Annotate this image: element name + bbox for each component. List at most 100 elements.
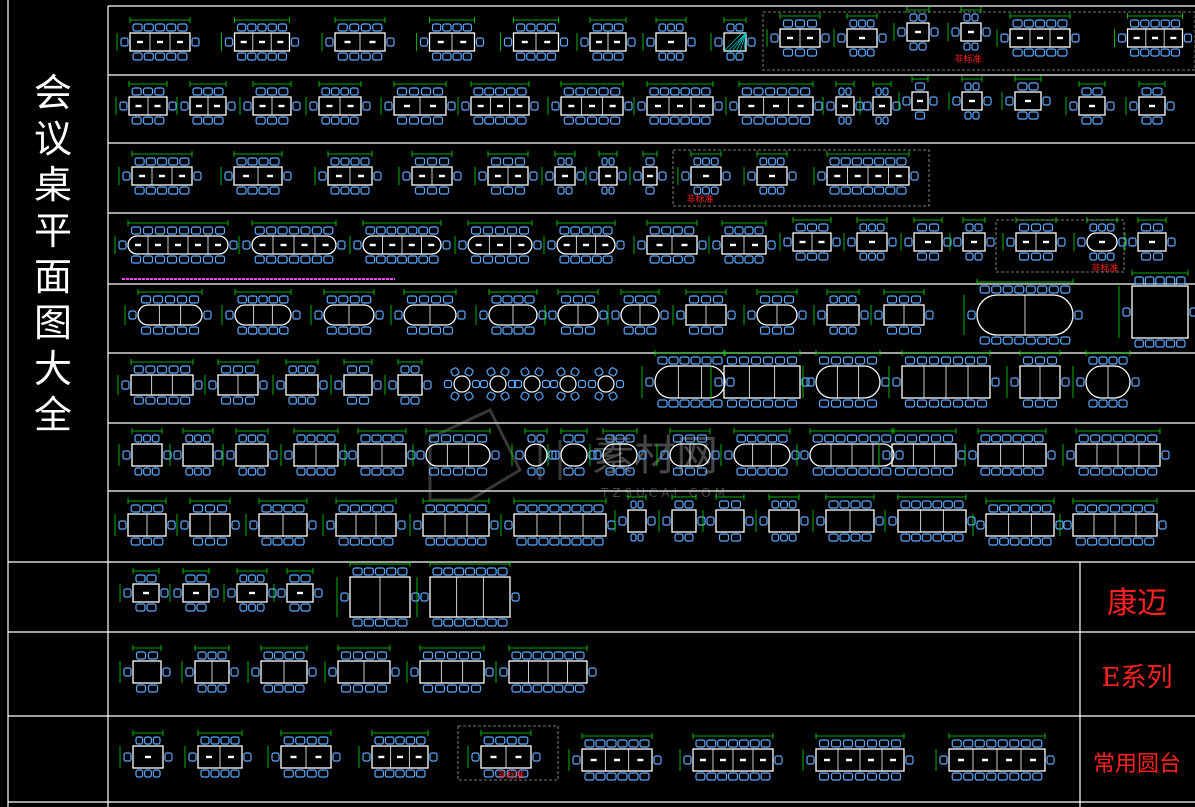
non-standard-tag: 非标准 xyxy=(686,193,713,205)
dashed-group-box xyxy=(762,11,1195,71)
page-title: 会 议 桌 平 面 图 大 全 xyxy=(28,70,78,438)
drawing-frame xyxy=(7,0,1195,807)
table-plan xyxy=(384,359,432,405)
table-plan xyxy=(576,17,636,61)
table-plan xyxy=(672,289,736,335)
table-plan xyxy=(305,81,371,125)
table-plan xyxy=(119,730,173,778)
round-table-plan xyxy=(443,367,481,401)
table-plan xyxy=(1118,270,1195,348)
table-plan xyxy=(245,498,317,546)
table-plan xyxy=(321,17,395,61)
non-standard-tag: 非标准 xyxy=(954,53,981,65)
table-plan xyxy=(964,428,1056,476)
table-plan xyxy=(184,730,252,778)
table-plan xyxy=(802,350,890,408)
table-plan xyxy=(948,76,992,120)
title-char: 平 xyxy=(33,209,72,253)
table-plan xyxy=(117,359,203,405)
table-plan xyxy=(115,81,177,125)
table-plan xyxy=(547,81,633,125)
table-plan xyxy=(114,220,238,264)
table-plan xyxy=(1125,81,1175,125)
table-plan xyxy=(169,568,219,612)
table-plan xyxy=(725,81,823,125)
round-table-plan xyxy=(587,367,625,401)
table-plan xyxy=(223,568,277,612)
table-plan xyxy=(658,494,706,542)
table-plan xyxy=(743,151,797,195)
table-plan xyxy=(457,81,539,125)
table-plan xyxy=(1072,350,1140,408)
dashed-group-box xyxy=(672,149,930,207)
table-plan xyxy=(238,220,346,264)
table-plan xyxy=(1059,498,1167,546)
watermark-logo xyxy=(428,408,562,502)
table-plan xyxy=(1065,81,1115,125)
table-plan xyxy=(116,17,200,61)
table-plan xyxy=(547,428,597,476)
table-plan xyxy=(181,645,239,693)
table-plan xyxy=(474,151,538,195)
table-plan xyxy=(629,151,667,195)
table-plan xyxy=(813,151,919,195)
table-plan xyxy=(543,220,625,264)
table-plan xyxy=(176,498,240,546)
table-plan xyxy=(349,220,451,264)
table-plan xyxy=(710,17,756,61)
table-plan xyxy=(500,17,569,61)
series-label-e-series: E系列 xyxy=(1101,663,1173,693)
table-plan xyxy=(454,220,542,264)
table-plan xyxy=(822,81,864,125)
table-plan xyxy=(949,217,995,261)
table-plan xyxy=(114,498,176,546)
table-plan xyxy=(779,217,841,261)
table-plan xyxy=(358,730,438,778)
table-plan xyxy=(870,289,934,335)
table-plan xyxy=(1006,350,1070,408)
title-char: 会 xyxy=(33,71,72,115)
table-plan xyxy=(720,428,800,476)
table-plan xyxy=(247,645,317,693)
table-plan xyxy=(812,494,884,542)
table-plan xyxy=(833,13,887,57)
table-plan xyxy=(124,289,212,335)
table-plan xyxy=(878,428,966,476)
table-plan xyxy=(119,645,171,693)
table-plan xyxy=(888,350,1000,408)
table-plan xyxy=(475,289,547,335)
table-plan xyxy=(996,13,1080,57)
table-plan xyxy=(267,730,341,778)
table-plan xyxy=(1124,217,1176,261)
table-plan xyxy=(898,76,938,120)
table-plan xyxy=(607,289,669,335)
table-plan xyxy=(495,645,597,693)
table-plan xyxy=(702,494,754,542)
table-plan xyxy=(119,568,169,612)
table-plan xyxy=(766,13,830,57)
table-plan xyxy=(380,81,456,125)
table-plan xyxy=(416,17,485,61)
table-plan xyxy=(755,494,809,542)
table-plan xyxy=(239,81,301,125)
table-plan xyxy=(947,7,991,51)
table-plan xyxy=(409,498,499,546)
table-plan xyxy=(406,645,494,693)
table-plan xyxy=(390,289,466,335)
table-plan xyxy=(544,289,608,335)
table-plan xyxy=(796,428,904,476)
table-plan xyxy=(336,561,420,627)
table-plan xyxy=(614,494,656,542)
table-plan xyxy=(884,494,976,542)
table-plan xyxy=(893,7,939,51)
table-plan xyxy=(642,17,696,61)
title-char: 大 xyxy=(33,347,72,391)
table-plan xyxy=(314,151,382,195)
title-char: 图 xyxy=(33,301,72,345)
table-plan xyxy=(935,733,1055,781)
title-char: 面 xyxy=(33,255,72,299)
table-plan xyxy=(900,217,952,261)
watermark-brand: 素材网 xyxy=(592,431,718,480)
